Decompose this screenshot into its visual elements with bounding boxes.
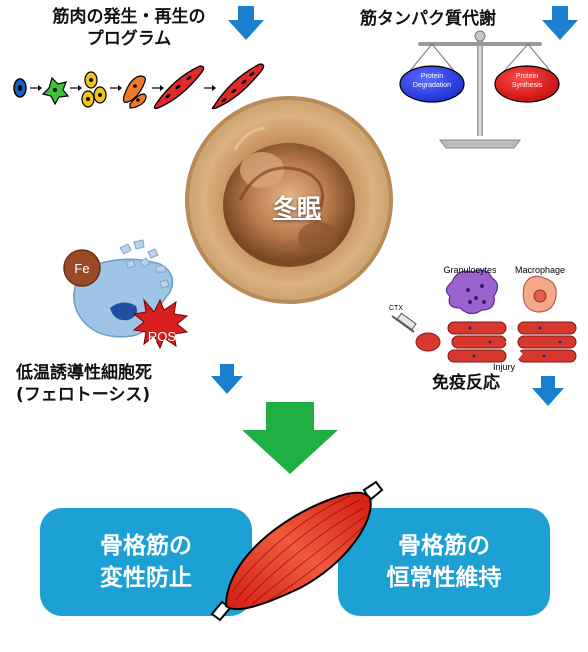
balance-scale-icon bbox=[399, 30, 560, 149]
maintain-homeostasis-box: 骨格筋の 恒常性維持 bbox=[338, 508, 550, 616]
macrophage-label: Macrophage bbox=[515, 265, 565, 275]
ferroptosis-cell-icon bbox=[63, 239, 189, 350]
injured-muscle-fibers-icon bbox=[447, 318, 577, 366]
myogenesis-sequence-icon bbox=[13, 63, 265, 110]
arrow-down-icon bbox=[542, 6, 578, 40]
protein-synthesis-label: Protein Synthesis bbox=[511, 73, 543, 89]
ros-label: ROS bbox=[148, 329, 177, 344]
protein-metabolism-label: 筋タンパク質代謝 bbox=[360, 9, 496, 29]
iron-label: Fe bbox=[74, 261, 89, 276]
arrow-down-icon bbox=[228, 6, 264, 40]
hibernating-hamster-image bbox=[185, 96, 393, 304]
immune-cells-icon bbox=[445, 269, 557, 315]
ferroptosis-label: 低温誘導性細胞死 (フェロトーシス) bbox=[16, 363, 152, 405]
arrow-down-icon bbox=[211, 364, 243, 394]
syringe-icon bbox=[391, 312, 441, 352]
hibernation-title: 冬眠 bbox=[273, 194, 321, 222]
muscle-development-label: 筋肉の発生・再生の プログラム bbox=[52, 7, 206, 49]
prevent-degeneration-box: 骨格筋の 変性防止 bbox=[40, 508, 252, 616]
ctx-label: CTX bbox=[389, 305, 403, 312]
prevent-degeneration-label: 骨格筋の 変性防止 bbox=[100, 533, 192, 591]
immune-response-label: 免疫反応 bbox=[432, 373, 500, 393]
injury-label: Injury bbox=[493, 362, 516, 372]
protein-degradation-label: Protein Degradation bbox=[412, 73, 452, 89]
arrow-down-icon bbox=[242, 402, 338, 474]
maintain-homeostasis-label: 骨格筋の 恒常性維持 bbox=[386, 533, 502, 591]
granulocytes-label: Granulocytes bbox=[443, 265, 497, 275]
arrow-down-icon bbox=[532, 376, 564, 406]
